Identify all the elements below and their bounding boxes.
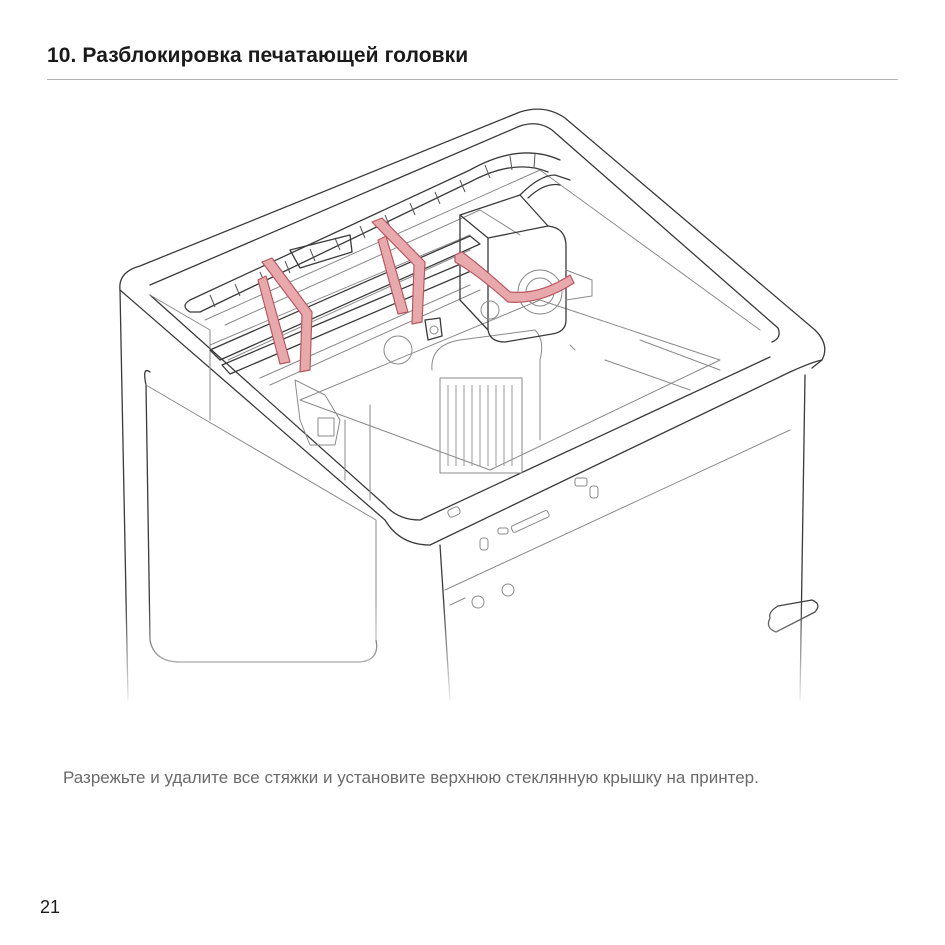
zip-tie-left	[261, 257, 313, 373]
section-title: 10. Разблокировка печатающей головки	[47, 44, 469, 67]
page-number: 21	[40, 897, 61, 917]
title-divider	[47, 79, 898, 80]
printer-interior	[149, 152, 761, 501]
instruction-caption: Разрежьте и удалите все стяжки и установ…	[63, 768, 759, 787]
zip-tie-left-b	[257, 275, 291, 365]
zip-tie-middle-b	[377, 235, 409, 315]
zip-tie-head	[454, 251, 575, 303]
zip-tie-middle	[371, 217, 426, 325]
zip-ties	[257, 217, 575, 373]
printer-illustration	[100, 100, 845, 710]
